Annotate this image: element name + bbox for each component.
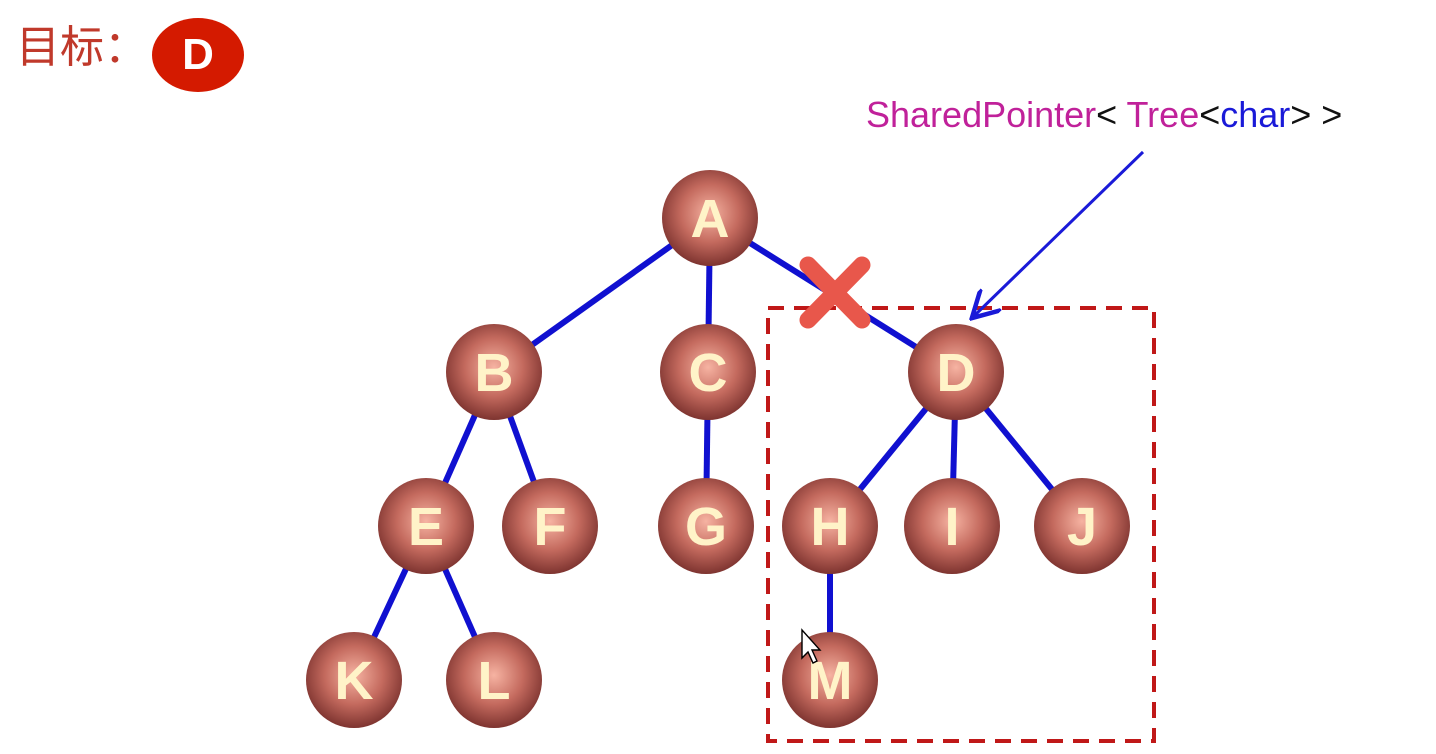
- node-circle: [1034, 478, 1130, 574]
- node-label: G: [685, 497, 727, 557]
- node-circle: [662, 170, 758, 266]
- edges-layer: [351, 215, 1085, 682]
- node-label: H: [811, 497, 850, 557]
- node-circle: [908, 324, 1004, 420]
- node-label: F: [534, 497, 567, 557]
- node-label: K: [335, 651, 374, 711]
- type-bracket-close: > >: [1290, 94, 1343, 135]
- node-label: E: [408, 497, 444, 557]
- tree-node-f: F: [502, 478, 598, 574]
- tree-node-c: C: [660, 324, 756, 420]
- node-circle: [446, 632, 542, 728]
- tree-node-m: M: [782, 632, 878, 728]
- tree-node-g: G: [658, 478, 754, 574]
- node-label: A: [691, 189, 730, 249]
- tree-node-b: B: [446, 324, 542, 420]
- node-label: C: [689, 343, 728, 403]
- node-label: B: [475, 343, 514, 403]
- node-circle: [782, 632, 878, 728]
- node-circle: [904, 478, 1000, 574]
- node-circle: [306, 632, 402, 728]
- node-circle: [378, 478, 474, 574]
- node-circle: [502, 478, 598, 574]
- node-circle: [658, 478, 754, 574]
- pointer-arrow: [974, 150, 1145, 316]
- type-bracket-open: <: [1096, 94, 1127, 135]
- subtree-highlight-box: [766, 306, 1156, 743]
- tree-node-h: H: [782, 478, 878, 574]
- node-label: L: [478, 651, 511, 711]
- node-circle: [782, 478, 878, 574]
- cut-mark-icon: [799, 256, 871, 329]
- tree-node-l: L: [446, 632, 542, 728]
- title-label: 目标：: [16, 22, 148, 73]
- type-name-tree: Tree: [1126, 94, 1200, 135]
- node-label: D: [937, 343, 976, 403]
- type-name-char: char: [1220, 94, 1291, 135]
- tree-node-d: D: [908, 324, 1004, 420]
- shared-pointer-type-label: SharedPointer< Tree<char> >: [866, 94, 1342, 136]
- mouse-cursor-icon: [801, 628, 822, 664]
- target-node-badge: D: [152, 18, 244, 92]
- nodes-layer: A B C D E F G H I J K L M: [306, 170, 1130, 728]
- node-label: I: [944, 497, 959, 557]
- node-label: J: [1067, 497, 1097, 557]
- node-circle: [446, 324, 542, 420]
- type-name-sharedpointer: SharedPointer: [866, 94, 1097, 135]
- type-bracket-inner-open: <: [1199, 94, 1221, 135]
- node-circle: [660, 324, 756, 420]
- tree-node-j: J: [1034, 478, 1130, 574]
- tree-node-k: K: [306, 632, 402, 728]
- tree-node-i: I: [904, 478, 1000, 574]
- tree-node-a: A: [662, 170, 758, 266]
- tree-node-e: E: [378, 478, 474, 574]
